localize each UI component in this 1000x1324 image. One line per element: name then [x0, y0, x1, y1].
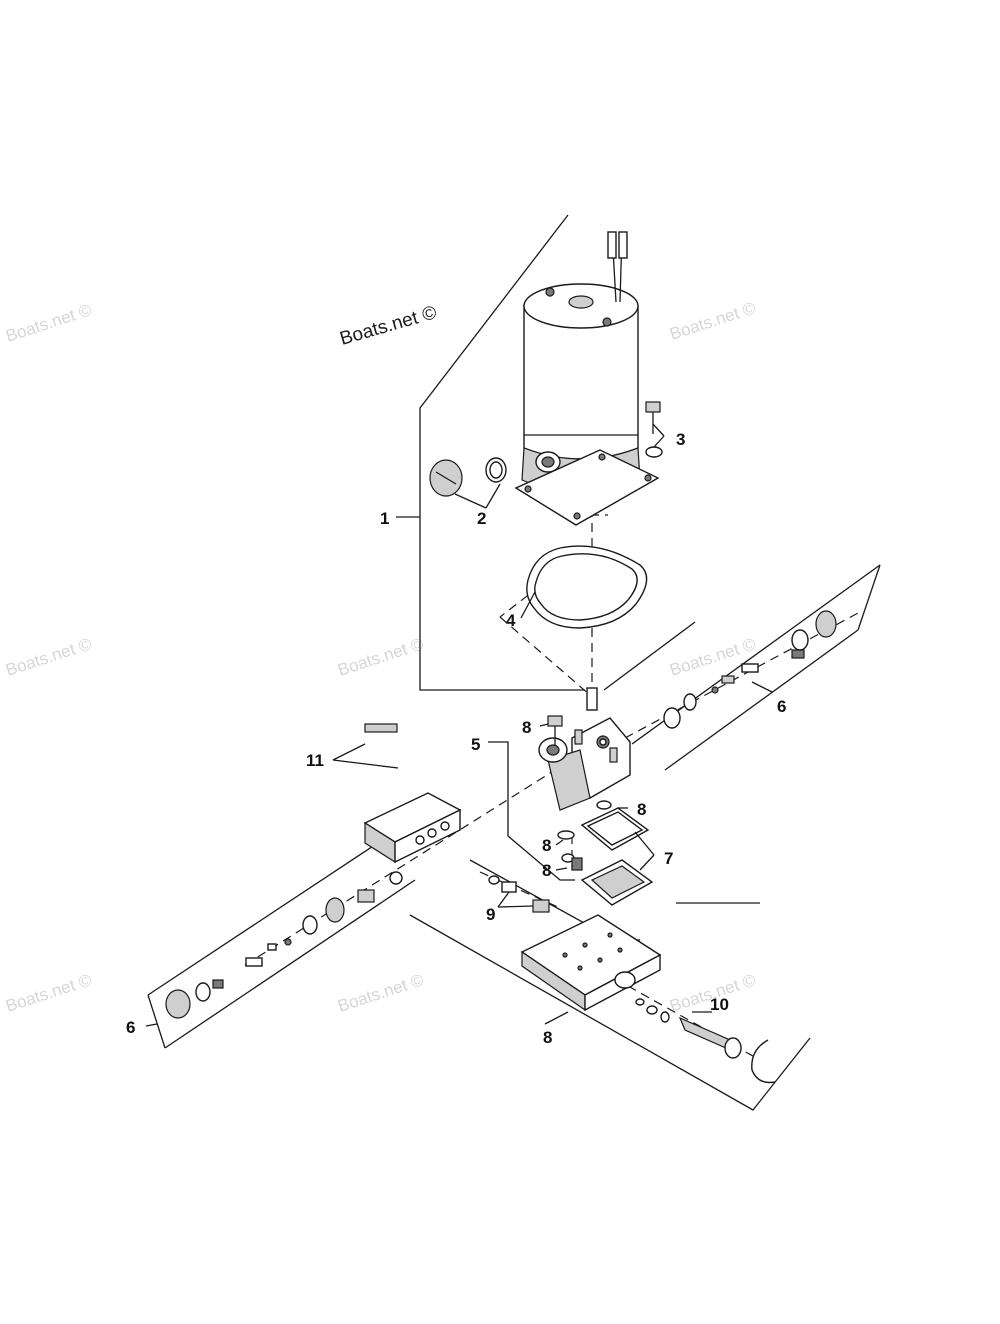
watermark: Boats.net ©	[667, 298, 758, 344]
watermark: Boats.net ©	[3, 634, 94, 680]
manifold-block	[363, 723, 462, 864]
callout-10: 10	[710, 995, 729, 1014]
valve-kit-right	[663, 610, 837, 729]
callout-8-screw: 8	[522, 718, 531, 737]
callout-8-oring-3: 8	[542, 861, 551, 880]
callout-8-block: 8	[543, 1028, 552, 1047]
watermarks: Boats.net © Boats.net © Boats.net © Boat…	[3, 298, 758, 1016]
watermark: Boats.net ©	[335, 634, 426, 680]
callout-leaders	[332, 423, 665, 908]
orings	[557, 800, 612, 863]
reservoir-cover	[571, 807, 654, 906]
relief-spool	[635, 998, 776, 1084]
callouts: 1 2 3 4 5 6 6 7 8 8 8 8 8 9 10 11	[126, 430, 786, 1047]
assembly-brackets	[145, 214, 881, 1111]
callout-5: 5	[471, 735, 480, 754]
motor-assembly	[514, 231, 660, 526]
callout-8-oring: 8	[637, 800, 646, 819]
callout-8-oring-2: 8	[542, 836, 551, 855]
watermark: Boats.net ©	[3, 970, 94, 1016]
valve-kit-left	[165, 871, 403, 1019]
pump-body	[538, 717, 631, 811]
callout-3: 3	[676, 430, 685, 449]
callout-7: 7	[664, 849, 673, 868]
callout-9: 9	[486, 905, 495, 924]
screw-washer	[645, 401, 663, 458]
callout-4: 4	[506, 611, 516, 630]
watermark: Boats.net ©	[335, 970, 426, 1016]
brand-label: Boats.net ©	[338, 302, 439, 350]
watermark: Boats.net ©	[3, 300, 94, 346]
callout-2: 2	[477, 509, 486, 528]
callout-6-right: 6	[777, 697, 786, 716]
fill-plug	[429, 457, 507, 497]
callout-11: 11	[306, 751, 324, 770]
callout-6-left: 6	[126, 1018, 135, 1037]
gasket	[526, 545, 648, 711]
pump-screw	[547, 715, 563, 746]
watermark: Boats.net ©	[667, 634, 758, 680]
valve-block	[520, 914, 662, 1012]
callout-1: 1	[380, 509, 389, 528]
